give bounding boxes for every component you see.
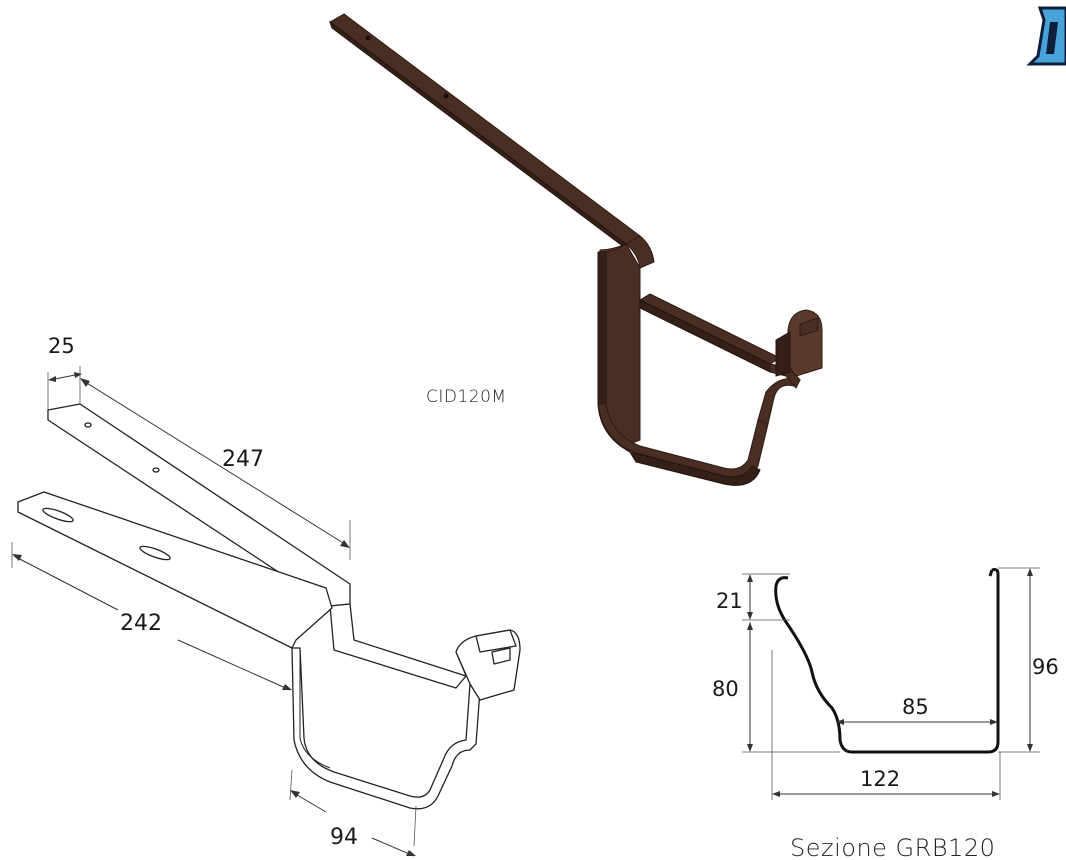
brand-logo-fragment-icon [1026,6,1066,66]
section-caption: Sezione GRB120 [790,834,995,860]
dim-strap-width: 25 [47,334,82,410]
section-dims [742,567,1040,800]
dim-base-width-label: 94 [330,825,358,850]
bracket-line-drawing [17,403,521,810]
dim-strap-width-label: 25 [48,334,75,358]
bracket-3d-render [329,13,823,486]
gutter-section-profile [774,568,1000,754]
product-code-label: CID120M [426,387,507,407]
dim-lower-length: 242 [11,542,292,691]
dim-upper-length: 247 [80,378,351,560]
dim-lower-length-label: 242 [120,611,162,636]
dim-upper-length-label: 247 [222,447,264,472]
dim-lower-height-label: 80 [712,677,739,701]
dim-outer-width-label: 122 [860,767,900,791]
dim-inner-width-label: 85 [902,695,929,719]
dim-base-width: 94 [289,769,417,857]
dim-lip-height-label: 21 [716,589,743,613]
dim-total-height-label: 96 [1032,655,1059,679]
